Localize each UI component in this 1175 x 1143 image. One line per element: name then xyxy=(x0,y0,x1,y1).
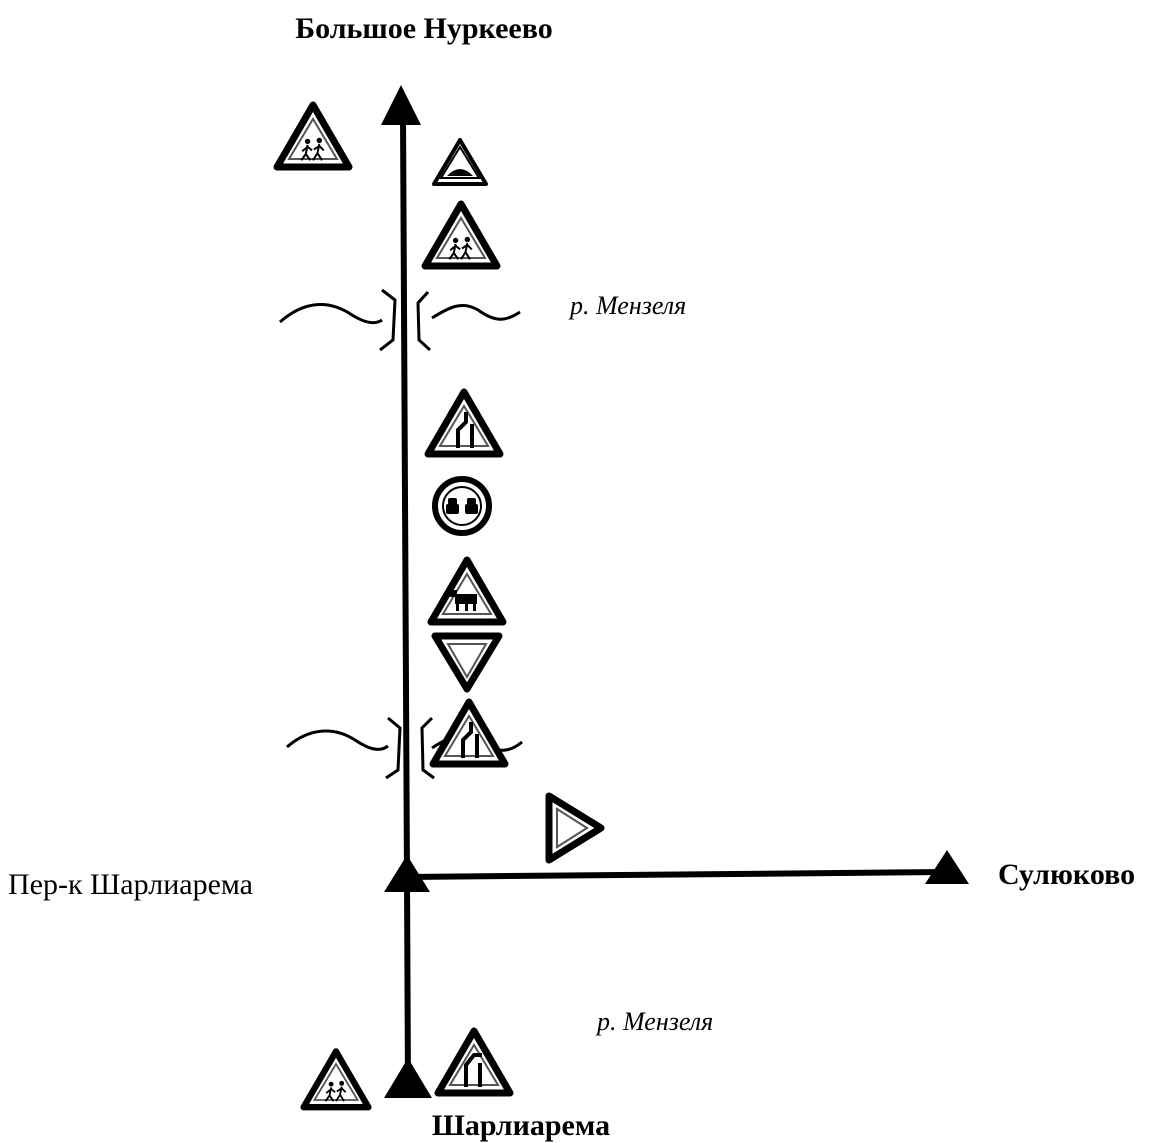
road-narrows-sign-icon xyxy=(428,392,500,454)
speed-bump-sign-icon xyxy=(432,138,488,186)
children-warning-sign-icon xyxy=(304,1051,369,1107)
north-town-label: Большое Нуркеево xyxy=(295,12,552,45)
no-overtaking-sign-icon xyxy=(432,476,492,536)
give-way-sign-icon xyxy=(431,632,503,693)
children-warning-sign-icon xyxy=(425,204,497,266)
children-warning-sign-icon xyxy=(277,105,349,167)
east-town-label: Сулюково xyxy=(998,858,1135,891)
east-arrow-icon xyxy=(925,850,969,884)
junction-label: Пер-к Шарлиарема xyxy=(8,868,253,901)
north-arrow-icon xyxy=(381,85,421,125)
main-road-north xyxy=(400,114,410,881)
cattle-crossing-sign-icon xyxy=(431,560,503,622)
give-way-sign-icon xyxy=(545,792,605,864)
river-upper-label: р. Мензеля xyxy=(568,291,686,320)
main-road-south xyxy=(404,879,411,1091)
junction-arrow-icon xyxy=(384,855,430,892)
south-arrow-icon xyxy=(384,1058,432,1098)
east-road xyxy=(406,869,946,880)
south-town-label: Шарлиарема xyxy=(432,1109,610,1142)
road-narrows-sign-icon xyxy=(433,702,505,764)
river-upper-icon xyxy=(279,288,521,352)
road-narrows-sign-icon xyxy=(438,1031,510,1093)
river-lower-label: р. Мензеля xyxy=(595,1007,713,1036)
